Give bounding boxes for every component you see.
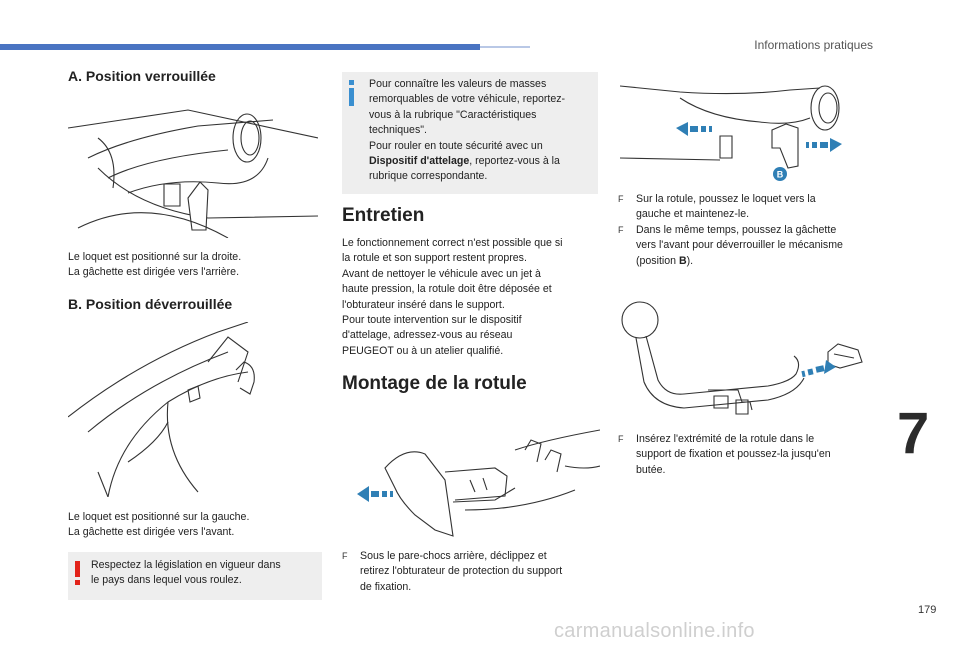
bullet-line-position: (position B). — [636, 254, 888, 269]
header-accent-bar — [0, 44, 480, 50]
bullet-insert-ball: F Insérez l'extrémité de la rotule dans … — [618, 432, 888, 478]
illustration-insert-ball — [618, 290, 868, 425]
text-unlocked-description: Le loquet est positionné sur la gauche. … — [68, 510, 318, 541]
label-b-badge — [773, 167, 787, 181]
bullet-line: vers l'avant pour déverrouiller le mécan… — [636, 239, 843, 252]
page-number: 179 — [918, 604, 937, 616]
bullet-marker: F — [618, 434, 624, 444]
header-accent-bar-fade — [480, 46, 530, 48]
section-title: Informations pratiques — [754, 38, 873, 52]
info-line: vous à la rubrique "Caractéristiques — [369, 108, 537, 121]
text-locked-description: Le loquet est positionné sur la droite. … — [68, 250, 318, 281]
text-line: La gâchette est dirigée vers l'arrière. — [68, 266, 240, 279]
bullet-line: Dans le même temps, poussez la gâchette — [636, 223, 837, 236]
text-line: Le loquet est positionné sur la droite. — [68, 251, 242, 263]
bullet-marker: F — [342, 551, 348, 561]
position-label: B — [679, 254, 687, 267]
illustration-locked-latch — [68, 98, 318, 238]
warning-exclamation-icon — [75, 561, 80, 585]
warning-line: Respectez la législation en vigueur dans — [91, 559, 281, 571]
text-line: d'attelage, adressez-vous au réseau — [342, 329, 513, 342]
info-icon — [349, 80, 354, 106]
bullet-line: retirez l'obturateur de protection du su… — [360, 565, 563, 578]
illustration-remove-cover — [345, 410, 600, 540]
text-entretien: Le fonctionnement correct n'est possible… — [342, 236, 598, 359]
bullet-line: Sur la rotule, poussez le loquet vers la — [636, 193, 816, 205]
position-prefix: (position — [636, 254, 679, 267]
info-bold-term: Dispositif d'attelage — [369, 155, 470, 168]
illustration-unlocked-latch — [68, 322, 318, 497]
heading-entretien: Entretien — [342, 205, 425, 226]
watermark-text: carmanualsonline.info — [554, 620, 755, 642]
label-b: B — [777, 170, 784, 180]
bullet-line: Insérez l'extrémité de la rotule dans le — [636, 433, 815, 445]
warning-line: le pays dans lequel vous roulez. — [91, 574, 242, 587]
bullet-list-unlock: F Sur la rotule, poussez le loquet vers … — [618, 192, 888, 269]
text-line: La gâchette est dirigée vers l'avant. — [68, 526, 235, 539]
warning-note: Respectez la législation en vigueur dans… — [68, 552, 322, 600]
text-line: Le fonctionnement correct n'est possible… — [342, 237, 563, 249]
info-note: Pour connaître les valeurs de masses rem… — [342, 72, 598, 194]
info-line-mixed: Dispositif d'attelage, reportez-vous à l… — [369, 154, 595, 169]
illustration-unlock-mechanism: B — [620, 78, 870, 188]
bullet-marker: F — [618, 224, 624, 235]
info-line: techniques". — [369, 124, 427, 137]
bullet-line: Sous le pare-chocs arrière, déclippez et — [360, 550, 547, 562]
text-line: PEUGEOT ou à un atelier qualifié. — [342, 344, 504, 357]
bullet-line: gauche et maintenez-le. — [636, 208, 750, 221]
text-line: Le loquet est positionné sur la gauche. — [68, 511, 250, 523]
bullet-marker: F — [618, 194, 624, 204]
text-line: haute pression, la rotule doit être dépo… — [342, 283, 552, 296]
heading-montage: Montage de la rotule — [342, 373, 527, 394]
position-suffix: ). — [686, 254, 694, 267]
bullet-line: butée. — [636, 463, 666, 476]
text-line: Pour toute intervention sur le dispositi… — [342, 314, 522, 327]
heading-locked-position: A. Position verrouillée — [68, 68, 216, 84]
bullet-line: de fixation. — [360, 580, 412, 593]
info-line: Pour connaître les valeurs de masses — [369, 78, 547, 90]
info-line: rubrique correspondante. — [369, 170, 488, 183]
heading-unlocked-position: B. Position déverrouillée — [68, 296, 233, 312]
info-line: remorquables de votre véhicule, reportez… — [369, 93, 566, 106]
text-line: la rotule et son support restent propres… — [342, 252, 527, 265]
bullet-remove-cover: F Sous le pare-chocs arrière, déclippez … — [342, 549, 600, 595]
info-line: Pour rouler en toute sécurité avec un — [369, 139, 543, 152]
text-line: l'obturateur inséré dans le support. — [342, 298, 505, 311]
info-after-bold: , reportez-vous à la — [469, 155, 560, 168]
bullet-line: support de fixation et poussez-la jusqu'… — [636, 448, 831, 461]
text-line: Avant de nettoyer le véhicule avec un je… — [342, 267, 541, 280]
chapter-number: 7 — [897, 401, 930, 466]
